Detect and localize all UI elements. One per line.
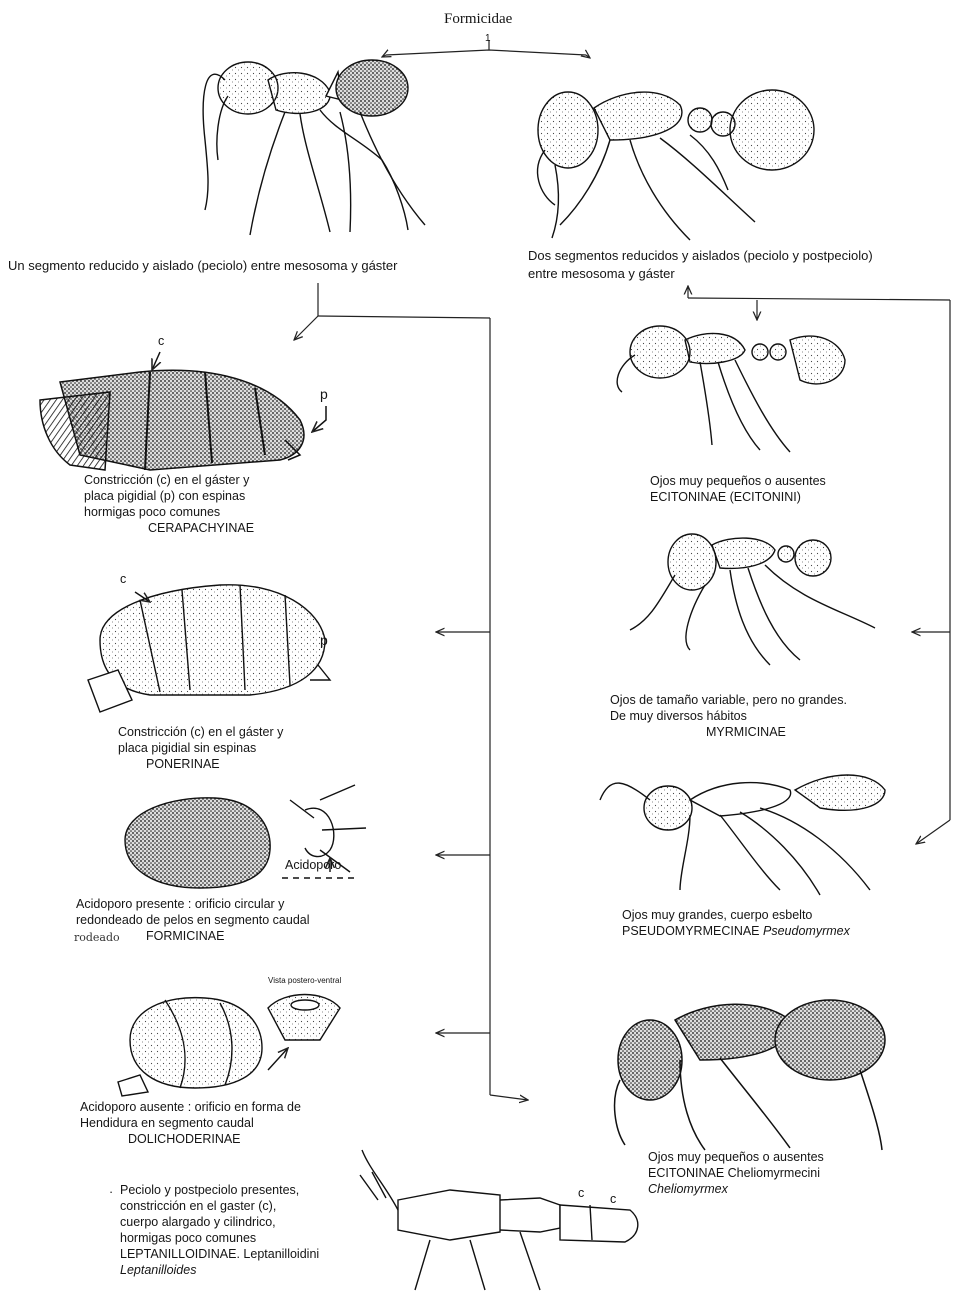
leptanilloidinae-desc-2: constricción en el gaster (c), <box>120 1199 276 1214</box>
cerapachyinae-desc-2: placa pigidial (p) con espinas <box>84 489 245 504</box>
formicinae-handwritten-note: rodeado <box>74 930 120 945</box>
branch-right-text-line1: Dos segmentos reducidos y aislados (peci… <box>528 248 873 263</box>
pseudomyrmecinae-genus: Pseudomyrmex <box>763 924 850 938</box>
cheliomyrmecini-ant-drawing <box>615 1000 885 1150</box>
cerapachyinae-gaster-drawing <box>40 352 326 470</box>
pseudomyrmecinae-taxon: PSEUDOMYRMECINAE <box>622 924 760 938</box>
dolichoderinae-view-label: Vista postero-ventral <box>268 973 341 988</box>
ponerinae-letter-p: p <box>320 633 328 648</box>
leptanilloidinae-desc-4: hormigas poco comunes <box>120 1231 256 1246</box>
ant-two-petiole-drawing <box>538 90 814 240</box>
leptanilloidinae-ant-drawing <box>360 1150 638 1290</box>
cheliomyrmecini-desc: Ojos muy pequeños o ausentes <box>648 1150 824 1165</box>
formicinae-acidoporo-label: Acidoporo <box>285 858 341 873</box>
myrmicinae-desc-2: De muy diversos hábitos <box>610 709 747 724</box>
cheliomyrmecini-taxon: ECITONINAE Cheliomyrmecini <box>648 1166 820 1181</box>
leptanilloidinae-desc-1: Peciolo y postpeciolo presentes, <box>120 1183 299 1198</box>
cerapachyinae-taxon: CERAPACHYINAE <box>148 521 254 536</box>
myrmicinae-desc-1: Ojos de tamaño variable, pero no grandes… <box>610 693 847 708</box>
key-title: Formicidae <box>444 12 512 27</box>
dolichoderinae-desc-1: Acidoporo ausente : orificio en forma de <box>80 1100 301 1115</box>
ponerinae-taxon: PONERINAE <box>146 757 220 772</box>
myrmicinae-ant-drawing <box>630 534 875 665</box>
couplet-number: 1 <box>485 31 491 46</box>
leptanilloidinae-bullet: · <box>109 1185 113 1200</box>
branch-right-text-line2: entre mesosoma y gáster <box>528 266 675 281</box>
dolichoderinae-taxon: DOLICHODERINAE <box>128 1132 241 1147</box>
myrmicinae-taxon: MYRMICINAE <box>706 725 786 740</box>
cheliomyrmecini-genus: Cheliomyrmex <box>648 1182 728 1197</box>
cerapachyinae-letter-p: p <box>320 387 328 402</box>
ecitoninae-ant-drawing <box>617 326 845 452</box>
leptanilloidinae-letter-c2: c <box>610 1192 616 1207</box>
ponerinae-letter-c: c <box>120 572 126 587</box>
ponerinae-desc-2: placa pigidial sin espinas <box>118 741 256 756</box>
formicinae-desc-1: Acidoporo presente : orificio circular y <box>76 897 284 912</box>
dolichoderinae-desc-2: Hendidura en segmento caudal <box>80 1116 254 1131</box>
dolichoderinae-gaster-drawing <box>118 995 340 1097</box>
pseudomyrmecinae-line2: PSEUDOMYRMECINAE Pseudomyrmex <box>622 924 850 939</box>
ecitoninae-desc: Ojos muy pequeños o ausentes <box>650 474 826 489</box>
ponerinae-desc-1: Constricción (c) en el gáster y <box>118 725 283 740</box>
leptanilloidinae-letter-c1: c <box>578 1186 584 1201</box>
leptanilloidinae-genus: Leptanilloides <box>120 1263 196 1278</box>
cerapachyinae-letter-c: c <box>158 334 164 349</box>
formicinae-desc-2: redondeado de pelos en segmento caudal <box>76 913 310 928</box>
ant-one-petiole-drawing <box>203 60 425 235</box>
cerapachyinae-desc-3: hormigas poco comunes <box>84 505 220 520</box>
ecitoninae-taxon: ECITONINAE (ECITONINI) <box>650 490 801 505</box>
formicinae-taxon: FORMICINAE <box>146 929 224 944</box>
cerapachyinae-desc-1: Constricción (c) en el gáster y <box>84 473 249 488</box>
pseudomyrmecinae-desc: Ojos muy grandes, cuerpo esbelto <box>622 908 812 923</box>
leptanilloidinae-desc-3: cuerpo alargado y cilindrico, <box>120 1215 276 1230</box>
pseudomyrmecinae-ant-drawing <box>600 775 885 895</box>
branch-left-text: Un segmento reducido y aislado (peciolo)… <box>8 258 397 273</box>
leptanilloidinae-taxon: LEPTANILLOIDINAE. Leptanilloidini <box>120 1247 319 1262</box>
ponerinae-gaster-drawing <box>88 585 330 712</box>
